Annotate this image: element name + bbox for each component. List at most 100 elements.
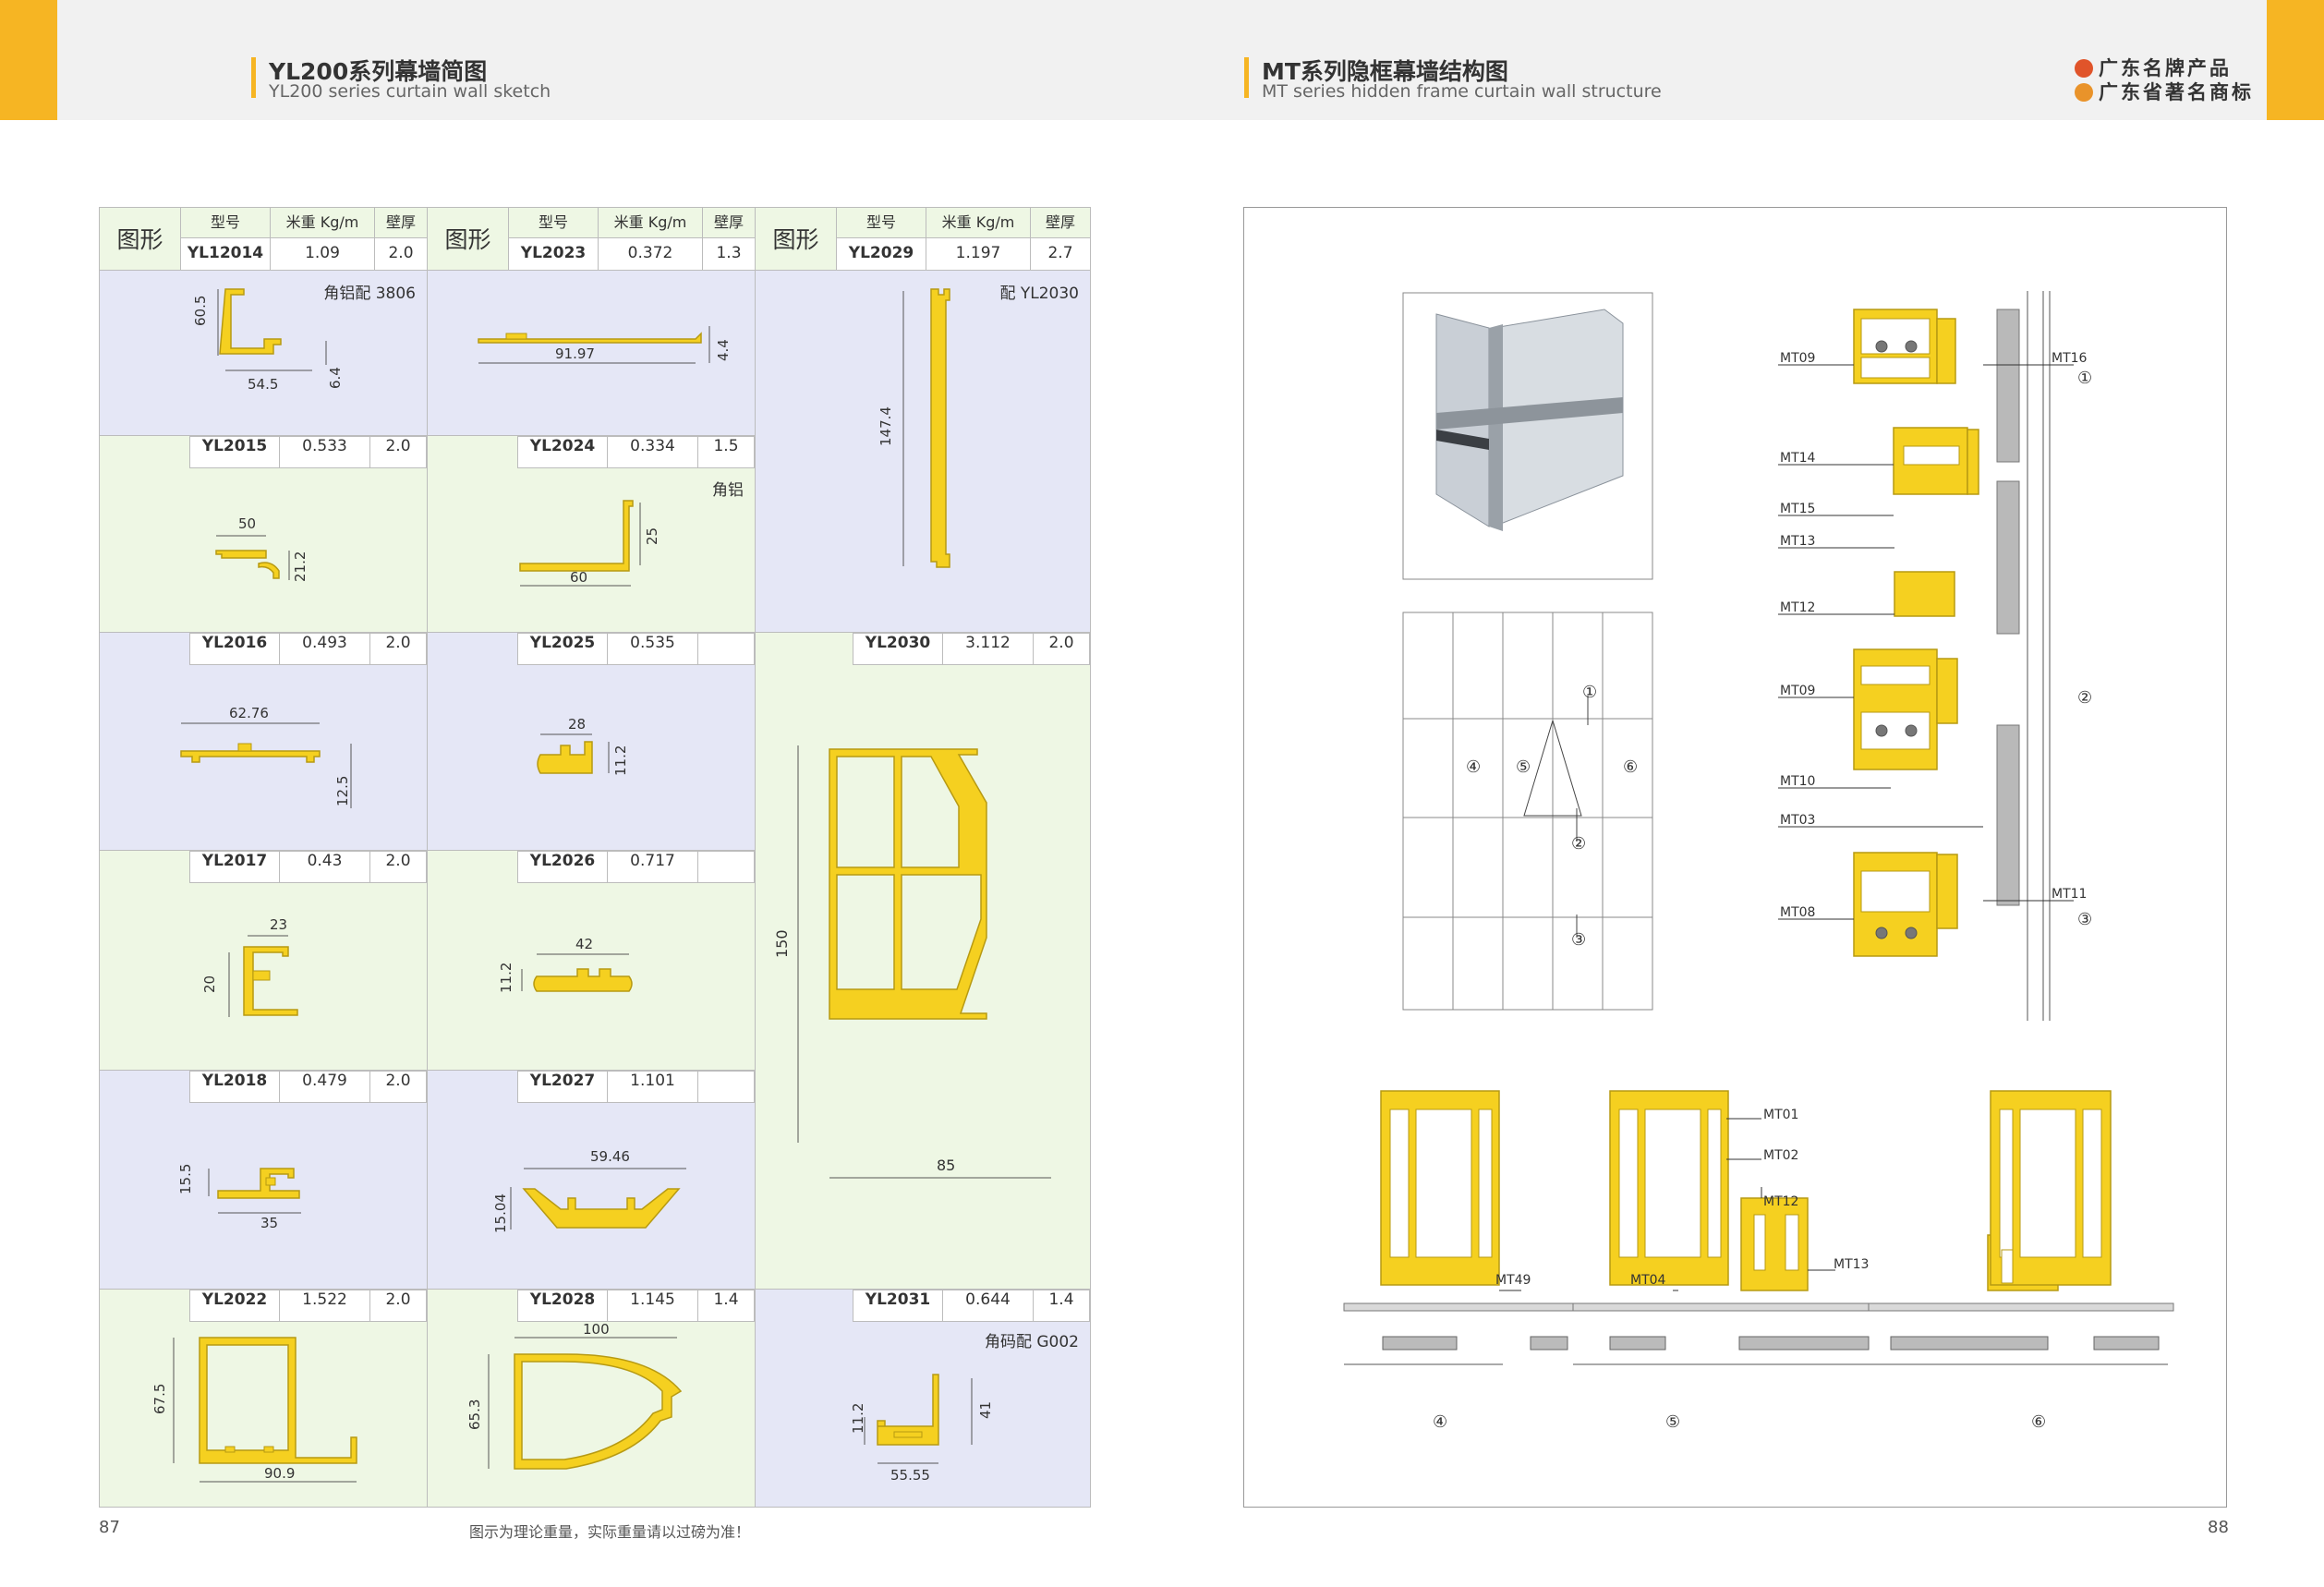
vertical-section xyxy=(1853,309,1979,957)
dim-label: 11.2 xyxy=(498,963,514,993)
label-mt02: MT02 xyxy=(1763,1148,1798,1163)
profile-drawing: 28 11.2 xyxy=(537,716,629,776)
col-model: 型号 xyxy=(180,206,271,239)
footer-note: 图示为理论重量，实际重量请以过磅为准！ xyxy=(469,1523,751,1541)
profile-cell-yl12014: 角铝配 3806 60.5 54.5 6.4 xyxy=(99,269,428,436)
profile-spec-table: 图形 型号 米重 Kg/m 壁厚 图形 型号 米重 Kg/m 壁厚 图形 型号 … xyxy=(99,206,1091,1508)
left-title: YL200系列幕墙简图 xyxy=(269,58,488,85)
profile-drawing: 42 11.2 xyxy=(498,936,633,993)
thick-cell: 1.3 xyxy=(702,237,756,271)
profile-cell-yl2023: 91.97 4.4 xyxy=(427,269,756,436)
model-cell: YL12014 xyxy=(180,237,271,271)
dim-label: 11.2 xyxy=(850,1403,866,1434)
dim-label: 67.5 xyxy=(151,1384,168,1414)
dim-label: 15.04 xyxy=(492,1193,509,1233)
label-mt08: MT08 xyxy=(1780,905,1815,920)
label-mt09: MT09 xyxy=(1780,684,1815,698)
label-mt15: MT15 xyxy=(1780,502,1815,516)
shape-header: 图形 xyxy=(755,207,837,271)
section-marker-3: ③ xyxy=(2077,910,2092,929)
label-mt01: MT01 xyxy=(1763,1108,1798,1122)
model-cell: YL2029 xyxy=(836,237,926,271)
dim-label: 150 xyxy=(773,929,791,958)
profile-drawing: 50 21.2 xyxy=(215,515,309,582)
col-model: 型号 xyxy=(508,206,599,239)
shape-header: 图形 xyxy=(99,207,181,271)
profile-drawing: 60.5 54.5 6.4 xyxy=(192,288,344,393)
label-mt09: MT09 xyxy=(1780,351,1815,366)
col-weight: 米重 Kg/m xyxy=(926,206,1031,239)
profile-drawing: 59.46 15.04 xyxy=(492,1148,686,1233)
label-mt04: MT04 xyxy=(1630,1273,1666,1288)
col-thick: 壁厚 xyxy=(1030,206,1091,239)
page-header xyxy=(0,0,2324,120)
left-tab-accent xyxy=(0,0,57,120)
weight-cell: 0.372 xyxy=(598,237,703,271)
brand-line-1: 广东名牌产品 xyxy=(2075,54,2232,81)
marker-4: ④ xyxy=(1466,757,1481,777)
profile-drawing: 62.76 12.5 xyxy=(180,705,352,808)
shape-header: 图形 xyxy=(427,207,509,271)
brand-line-2: 广东省著名商标 xyxy=(2075,78,2254,105)
dim-label: 4.4 xyxy=(715,339,732,361)
left-title-bar xyxy=(251,57,256,98)
weight-cell: 1.09 xyxy=(270,237,375,271)
marker-3: ③ xyxy=(1571,930,1586,950)
structure-diagram-panel: ① ② ③ ④ ⑤ ⑥ MT09 MT16 MT14 MT15 MT13 MT1… xyxy=(1243,207,2227,1508)
dim-label: 21.2 xyxy=(292,551,309,582)
label-mt10: MT10 xyxy=(1780,774,1815,789)
profile-drawing: 11.2 41 55.55 xyxy=(850,1374,994,1484)
dim-label: 50 xyxy=(238,515,256,532)
marker-2: ② xyxy=(1571,834,1586,854)
profile-note: 配 YL2030 xyxy=(999,284,1079,303)
label-mt13: MT13 xyxy=(1834,1257,1869,1272)
dim-label: 35 xyxy=(260,1215,278,1231)
dim-label: 62.76 xyxy=(229,705,269,721)
dim-label: 42 xyxy=(575,936,593,952)
profile-drawing: 91.97 4.4 xyxy=(478,325,732,364)
page-number-left: 87 xyxy=(99,1518,120,1537)
right-title-bar xyxy=(1244,57,1249,98)
marker-6: ⑥ xyxy=(1623,757,1638,777)
trademark-badge-icon xyxy=(2075,83,2093,102)
col-thick: 壁厚 xyxy=(702,206,756,239)
dim-label: 20 xyxy=(201,975,218,993)
right-title: MT系列隐框幕墙结构图 xyxy=(1262,58,1508,85)
col-thick: 壁厚 xyxy=(374,206,428,239)
dim-label: 60 xyxy=(570,569,587,586)
dim-label: 59.46 xyxy=(590,1148,630,1165)
left-subtitle: YL200 series curtain wall sketch xyxy=(269,81,551,102)
curtain-wall-structure-diagram: ① ② ③ ④ ⑤ ⑥ MT09 MT16 MT14 MT15 MT13 MT1… xyxy=(1343,291,2174,1432)
profile-drawing: 100 65.3 xyxy=(466,1321,683,1470)
profile-note: 角码配 G002 xyxy=(984,1333,1079,1352)
label-mt03: MT03 xyxy=(1780,813,1815,828)
dim-label: 15.5 xyxy=(177,1164,194,1194)
dim-label: 91.97 xyxy=(555,345,595,362)
dim-label: 60.5 xyxy=(192,295,209,325)
profile-cell-yl2029: 配 YL2030 147.4 xyxy=(755,269,1091,633)
dim-label: 25 xyxy=(644,527,660,545)
col-weight: 米重 Kg/m xyxy=(598,206,703,239)
dim-label: 12.5 xyxy=(334,775,351,806)
section-marker-6: ⑥ xyxy=(2031,1412,2046,1432)
profile-drawing: 150 85 xyxy=(773,745,1051,1179)
marker-5: ⑤ xyxy=(1516,757,1531,777)
dim-label: 11.2 xyxy=(612,745,629,775)
